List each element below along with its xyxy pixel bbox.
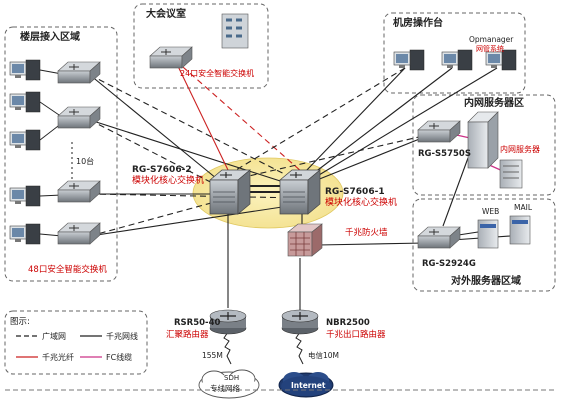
nbr-desc: 千兆出口路由器: [326, 329, 386, 340]
floor-access-devices: [9, 59, 101, 245]
zone-intranet-servers: [412, 94, 556, 196]
s5750-label: RG-S5750S: [418, 149, 471, 159]
floor-switch-4: [57, 222, 101, 245]
conference-switch-label: 24口安全智能交换机: [180, 68, 254, 78]
floor-zone-title: 楼层接入区域: [20, 30, 80, 43]
sdh-cloud: [198, 369, 260, 399]
firewall-label: 千兆防火墙: [345, 227, 388, 238]
floor-switch-1: [57, 61, 101, 84]
machine-room-title: 机房操作台: [393, 16, 443, 29]
private-net-label: 专线网络: [210, 383, 240, 393]
legend-box: [4, 310, 148, 375]
machine-room-devices: [393, 49, 517, 71]
legend-title: 图示:: [10, 317, 30, 327]
nbr-router: [281, 309, 319, 335]
zone-floor-access: [4, 26, 118, 282]
conference-devices: [149, 13, 249, 69]
internet-label: Internet: [291, 381, 326, 390]
link-155-label: 155M: [202, 351, 223, 360]
legend-gigabit-line: 千兆网线: [106, 331, 138, 341]
mail-label: MAIL: [514, 203, 533, 212]
s5750-switch: [417, 120, 461, 143]
external-zone-title: 对外服务器区域: [451, 274, 521, 287]
sdh-label: SDH: [224, 374, 239, 382]
internet-cloud: [278, 372, 334, 398]
floor-switch-label: 48口安全智能交换机: [28, 264, 107, 275]
floor-switch-2: [57, 106, 101, 129]
intranet-zone-title: 内网服务器区: [464, 96, 524, 109]
core-switch-2: [209, 169, 251, 215]
legend-gigabit-fiber: 千兆光纤: [42, 352, 74, 362]
core1-model: RG-S7606-1: [325, 187, 385, 197]
s2924-label: RG-S2924G: [422, 259, 476, 269]
core2-model: RG-S7606-2: [132, 165, 192, 175]
intranet-devices: [417, 111, 523, 189]
s2924-switch: [417, 226, 461, 249]
zone-conference: [133, 3, 269, 89]
opmanager-label: Opmanager: [469, 35, 514, 44]
core-switch-1: [279, 169, 321, 215]
web-label: WEB: [482, 207, 499, 216]
intranet-server-label: 内网服务器: [500, 144, 540, 154]
core2-desc: 模块化核心交换机: [132, 174, 204, 186]
core1-desc: 模块化核心交换机: [325, 196, 397, 208]
network-mgmt-label: 网管系统: [476, 44, 504, 53]
rsr-model: RSR50-40: [174, 318, 220, 328]
zone-external-servers: [412, 198, 556, 292]
storage-icon: [499, 159, 523, 189]
external-devices: [417, 215, 531, 249]
building-icon: [221, 13, 249, 49]
legend-fc-cable: FC线缆: [106, 352, 132, 362]
conference-switch: [149, 46, 193, 69]
link-10-label: 电信10M: [308, 350, 339, 360]
ten-units-label: 10台: [76, 156, 94, 166]
conference-zone-title: 大会议室: [146, 7, 186, 20]
rsr-desc: 汇聚路由器: [166, 329, 209, 340]
legend-wan: 广域网: [42, 331, 66, 341]
legend-lines: [16, 335, 102, 358]
floor-switch-3: [57, 180, 101, 203]
nbr-model: NBR2500: [326, 318, 370, 328]
firewall-icon: [287, 223, 323, 257]
